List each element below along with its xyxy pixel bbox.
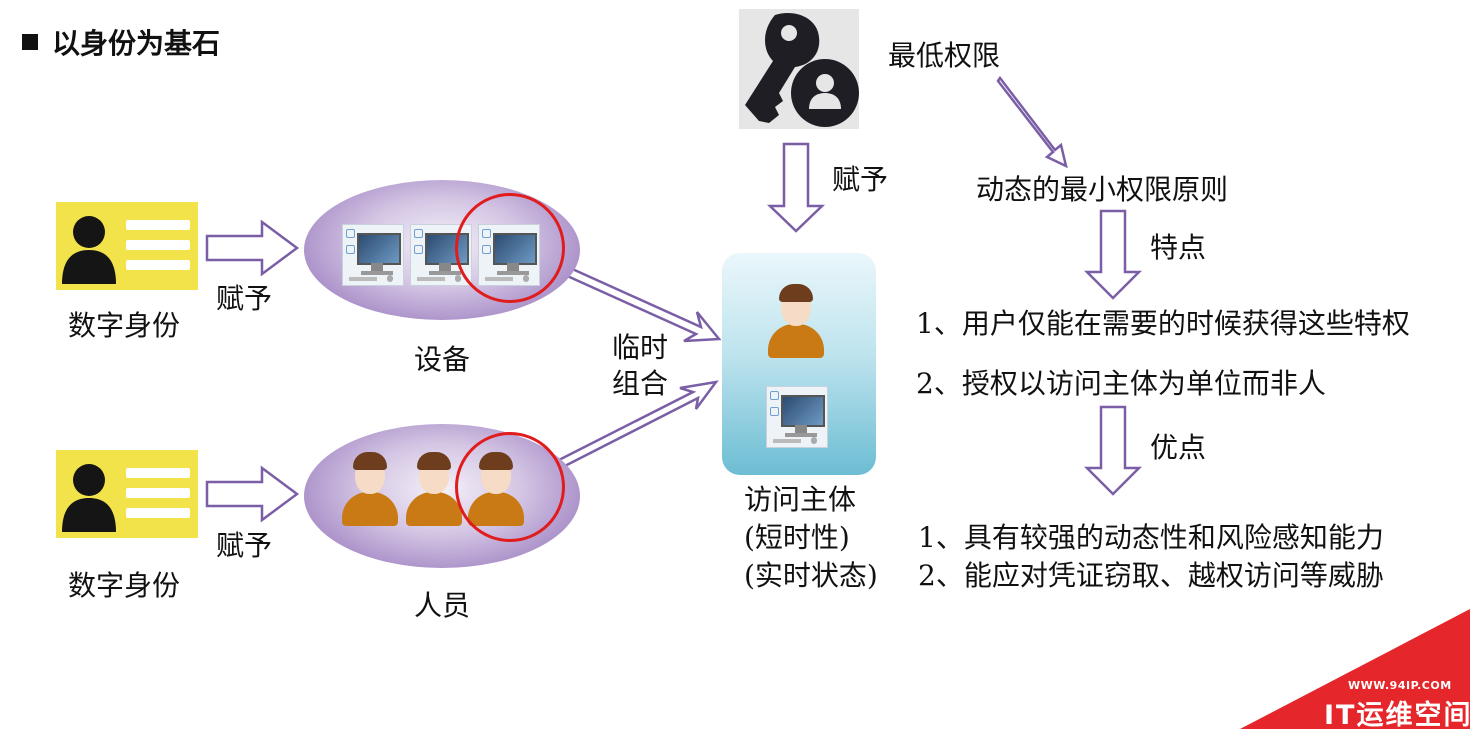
watermark-triangle (1240, 609, 1470, 729)
person-icon (404, 450, 464, 526)
features-label: 特点 (1150, 231, 1207, 264)
slide-title: 以身份为基石 (22, 22, 220, 62)
advantages-label: 优点 (1150, 431, 1207, 464)
digital-id-card-top (56, 202, 198, 290)
combine-arrow-bottom (551, 380, 719, 472)
advantage-item-1: 1、具有较强的动态性和风险感知能力 (918, 521, 1384, 554)
card-line (126, 488, 190, 498)
subject-computer-icon (766, 386, 828, 448)
key-user-icon (739, 9, 859, 129)
bullet-square-icon (22, 34, 38, 50)
watermark-name: IT运维空间 (1324, 700, 1470, 731)
card-line (126, 260, 190, 270)
combine-arrow-top (552, 261, 722, 343)
devices-label: 设备 (414, 343, 471, 376)
slide-title-text: 以身份为基石 (52, 27, 221, 60)
digital-id-label-bottom: 数字身份 (68, 569, 181, 602)
subject-person-icon (766, 282, 826, 358)
least-privilege-label: 最低权限 (888, 39, 1001, 72)
advantages-arrow (1083, 405, 1143, 496)
card-line (126, 240, 190, 250)
grant-arrow-bottom (205, 465, 300, 523)
combine-label-line1: 临时 (612, 331, 669, 364)
feature-item-1: 1、用户仅能在需要的时候获得这些特权 (916, 307, 1410, 340)
principle-label: 动态的最小权限原则 (976, 173, 1229, 206)
subject-realtime: (实时状态) (744, 559, 878, 592)
grant-arrow-down (766, 142, 826, 233)
key-icon (745, 13, 859, 127)
card-line (126, 508, 190, 518)
grant-arrow-top (205, 219, 300, 277)
subject-label: 访问主体 (744, 483, 857, 516)
computer-icon (342, 224, 404, 286)
watermark-url: WWW.94IP.COM (1348, 679, 1452, 692)
digital-id-label-top: 数字身份 (68, 309, 181, 342)
subject-short-term: (短时性) (744, 521, 850, 554)
watermark-logo: WWW.94IP.COM IT运维空间 (1240, 609, 1470, 731)
card-line (126, 468, 190, 478)
grant-label-top: 赋予 (216, 282, 273, 315)
card-line (126, 220, 190, 230)
advantage-item-2: 2、能应对凭证窃取、越权访问等威胁 (918, 559, 1384, 592)
combine-label-line2: 组合 (612, 367, 669, 400)
selected-person-ring (455, 432, 565, 542)
features-arrow (1083, 209, 1143, 300)
privilege-arrow (996, 75, 1068, 169)
user-silhouette-icon (62, 216, 116, 284)
people-label: 人员 (414, 589, 471, 622)
grant-label-bottom: 赋予 (216, 529, 273, 562)
digital-id-card-bottom (56, 450, 198, 538)
feature-item-2: 2、授权以访问主体为单位而非人 (916, 367, 1326, 400)
grant-label-key: 赋予 (832, 163, 889, 196)
person-icon (340, 450, 400, 526)
user-silhouette-icon (62, 464, 116, 532)
selected-device-ring (455, 193, 565, 303)
